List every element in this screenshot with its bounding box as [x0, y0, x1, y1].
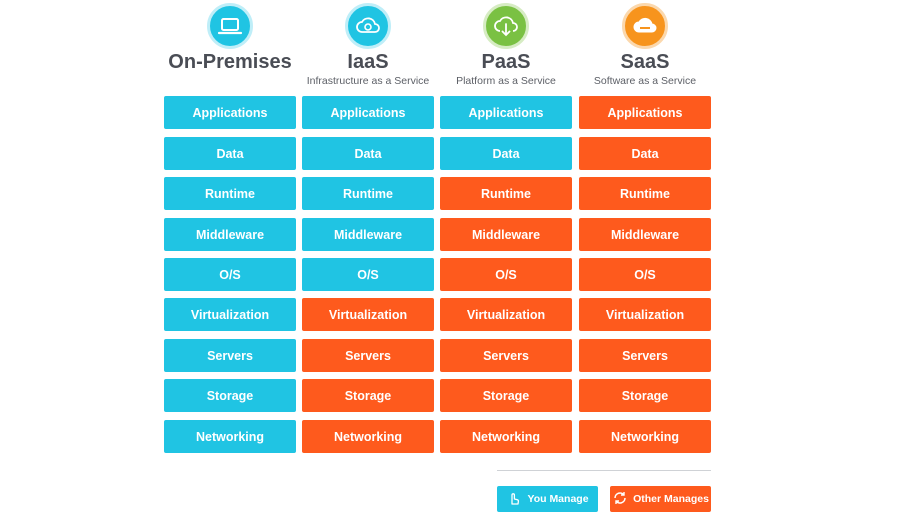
layer-box: Servers — [440, 339, 572, 372]
layer-box: Runtime — [440, 177, 572, 210]
column-title: PaaS — [481, 51, 531, 73]
layer-box: Applications — [440, 96, 572, 129]
layer-box: O/S — [302, 258, 434, 291]
layer-box: Networking — [579, 420, 711, 453]
column-title: On-Premises — [168, 51, 292, 73]
layer-box: Virtualization — [164, 298, 296, 331]
layer-box: O/S — [440, 258, 572, 291]
legend-divider — [497, 470, 711, 471]
layer-box: Servers — [302, 339, 434, 372]
layer-box: Virtualization — [440, 298, 572, 331]
layer-box: Storage — [164, 379, 296, 412]
legend-you-manage-label: You Manage — [527, 493, 589, 505]
layer-box: O/S — [579, 258, 711, 291]
layer-box: Runtime — [579, 177, 711, 210]
cloud-icon — [622, 3, 668, 49]
column-title: IaaS — [347, 51, 389, 73]
column-header: SaaS Software as a Service — [579, 0, 711, 92]
column-subtitle: Software as a Service — [593, 75, 697, 87]
layer-box: Middleware — [579, 218, 711, 251]
layer-box: Servers — [579, 339, 711, 372]
layer-box: Middleware — [302, 218, 434, 251]
layer-box: Virtualization — [302, 298, 434, 331]
layer-box: Data — [164, 137, 296, 170]
layer-box: Applications — [164, 96, 296, 129]
layer-box: Applications — [302, 96, 434, 129]
hand-pointer-icon — [506, 490, 522, 509]
column-header: PaaS Platform as a Service — [440, 0, 572, 92]
layer-box: Storage — [579, 379, 711, 412]
layer-box: Networking — [440, 420, 572, 453]
column-subtitle: Platform as a Service — [456, 75, 556, 87]
laptop-icon — [207, 3, 253, 49]
layer-box: Middleware — [440, 218, 572, 251]
layer-box: Runtime — [164, 177, 296, 210]
refresh-cycle-icon — [612, 490, 628, 509]
cloud-download-icon — [483, 3, 529, 49]
layer-box: Runtime — [302, 177, 434, 210]
cloud-gear-icon — [345, 3, 391, 49]
layer-box: Data — [579, 137, 711, 170]
layer-box: Servers — [164, 339, 296, 372]
legend-other-manages: Other Manages — [610, 486, 711, 512]
legend-you-manage: You Manage — [497, 486, 598, 512]
legend-other-manages-label: Other Manages — [633, 493, 709, 505]
column-header: On-Premises — [164, 0, 296, 92]
layer-box: Storage — [440, 379, 572, 412]
layer-box: O/S — [164, 258, 296, 291]
layer-box: Middleware — [164, 218, 296, 251]
layer-box: Virtualization — [579, 298, 711, 331]
layer-box: Networking — [164, 420, 296, 453]
column-title: SaaS — [620, 51, 670, 73]
layer-box: Data — [302, 137, 434, 170]
layer-box: Storage — [302, 379, 434, 412]
layer-box: Applications — [579, 96, 711, 129]
column-header: IaaS Infrastructure as a Service — [302, 0, 434, 92]
layer-box: Networking — [302, 420, 434, 453]
layer-box: Data — [440, 137, 572, 170]
column-subtitle: Infrastructure as a Service — [306, 75, 430, 87]
